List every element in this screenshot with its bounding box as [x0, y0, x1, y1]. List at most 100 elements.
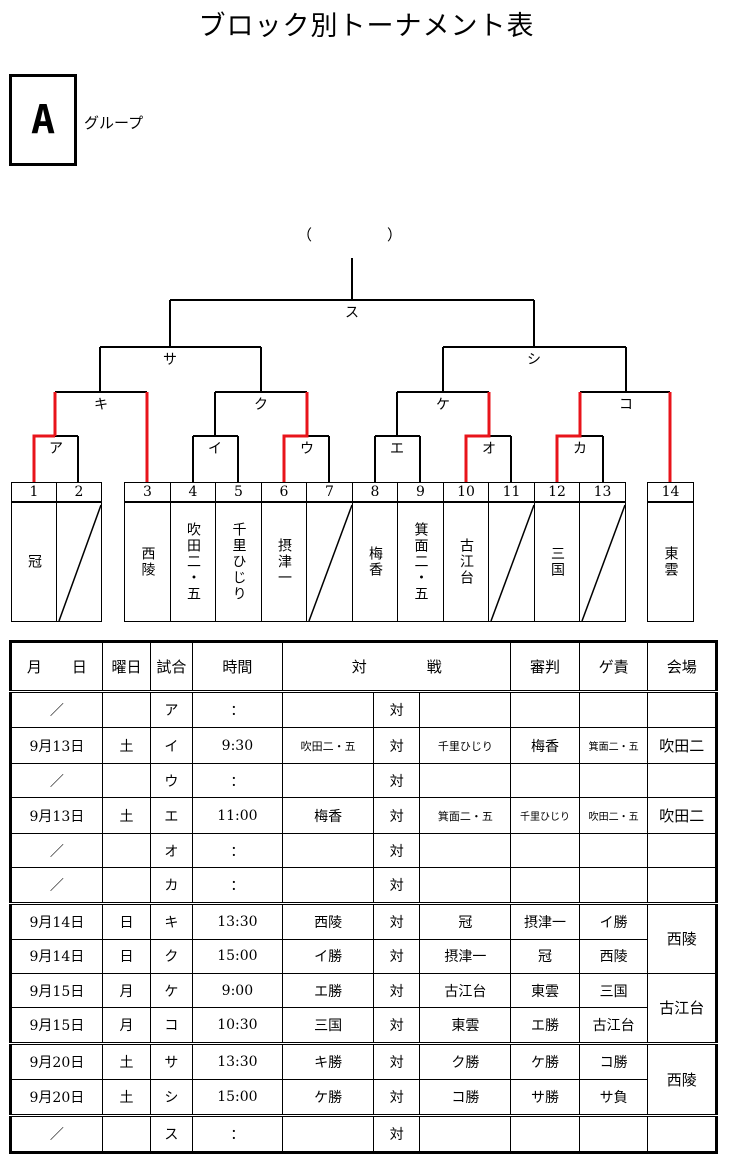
seed-number: 3 — [124, 482, 171, 502]
date-cell: ／ — [10, 832, 103, 869]
venue-cell: 古江台 — [647, 972, 717, 1044]
referee-cell: 千里ひじり — [510, 797, 580, 834]
time-cell: ： — [191, 763, 284, 799]
team-name: 冠 — [26, 554, 42, 570]
time-cell: ： — [191, 1113, 284, 1153]
team-box: 東雲 — [647, 502, 694, 622]
header-time: 時間 — [191, 640, 284, 693]
team-name: 吹田二・五 — [185, 522, 201, 602]
day-cell: 土 — [101, 727, 152, 765]
schedule-row: ／カ：対 — [10, 867, 717, 904]
date-cell: 9月14日 — [10, 938, 103, 974]
game-duty-cell: 西陵 — [578, 938, 649, 974]
game-duty-cell: イ勝 — [578, 901, 649, 940]
referee-cell — [510, 1113, 580, 1153]
day-cell — [101, 867, 152, 904]
schedule-header-row: 月 日 曜日 試合 時間 対 戦 審判 ゲ責 会場 — [10, 640, 717, 693]
seed-number: 6 — [261, 482, 307, 502]
vs-cell: 対 — [373, 938, 421, 974]
time-cell: 10:30 — [191, 1007, 284, 1044]
team-b-cell: 古江台 — [419, 972, 512, 1009]
team-b-cell — [419, 690, 512, 729]
team-name: 古江台 — [458, 538, 474, 586]
match-label-e: エ — [390, 441, 404, 457]
time-cell: ： — [191, 690, 284, 729]
seed-number: 14 — [647, 482, 694, 502]
team-b-cell: コ勝 — [419, 1078, 512, 1116]
header-game-duty: ゲ責 — [578, 640, 649, 693]
match-label-shi: シ — [527, 352, 541, 368]
team-box-empty — [579, 502, 626, 622]
match-cell: カ — [150, 867, 193, 904]
game-duty-cell — [578, 690, 649, 729]
venue-cell: 西陵 — [647, 901, 717, 974]
venue-cell — [647, 763, 717, 799]
team-box: 千里ひじり — [215, 502, 262, 622]
vs-cell: 対 — [373, 727, 421, 765]
team-a-cell — [282, 690, 375, 729]
referee-cell: ケ勝 — [510, 1041, 580, 1080]
team-box-empty — [488, 502, 535, 622]
team-box: 箕面二・五 — [397, 502, 444, 622]
game-duty-cell: 古江台 — [578, 1007, 649, 1044]
referee-cell: サ勝 — [510, 1078, 580, 1116]
referee-cell — [510, 690, 580, 729]
game-duty-cell — [578, 867, 649, 904]
day-cell: 日 — [101, 938, 152, 974]
team-a-cell — [282, 867, 375, 904]
vs-cell: 対 — [373, 1007, 421, 1044]
team-box-empty — [306, 502, 353, 622]
seed-number: 10 — [443, 482, 489, 502]
date-cell: 9月13日 — [10, 727, 103, 765]
day-cell: 月 — [101, 972, 152, 1009]
venue-cell — [647, 867, 717, 904]
venue-cell — [647, 690, 717, 729]
seed-number: 4 — [170, 482, 216, 502]
match-cell: コ — [150, 1007, 193, 1044]
team-b-cell — [419, 1113, 512, 1153]
vs-cell: 対 — [373, 972, 421, 1009]
match-label-su: ス — [345, 305, 359, 321]
team-a-cell: 三国 — [282, 1007, 375, 1044]
match-label-ki: キ — [94, 397, 108, 413]
match-label-sa: サ — [163, 352, 177, 368]
time-cell: 15:00 — [191, 1078, 284, 1116]
match-label-ku: ク — [254, 397, 268, 413]
referee-cell: 摂津一 — [510, 901, 580, 940]
day-cell — [101, 763, 152, 799]
match-label-u: ウ — [300, 441, 314, 457]
referee-cell — [510, 763, 580, 799]
team-b-cell — [419, 867, 512, 904]
slash-mark — [490, 504, 535, 622]
header-match: 試合 — [150, 640, 193, 693]
team-a-cell: イ勝 — [282, 938, 375, 974]
team-box: 梅香 — [352, 502, 398, 622]
team-a-cell: 西陵 — [282, 901, 375, 940]
day-cell: 土 — [101, 1041, 152, 1080]
team-box: 西陵 — [124, 502, 171, 622]
venue-cell: 吹田二 — [647, 727, 717, 765]
referee-cell: 梅香 — [510, 727, 580, 765]
vs-cell: 対 — [373, 763, 421, 799]
match-cell: ウ — [150, 763, 193, 799]
page-title: ブロック別トーナメント表 — [198, 11, 535, 42]
referee-cell — [510, 832, 580, 869]
time-cell: ： — [191, 867, 284, 904]
header-versus: 対 戦 — [282, 640, 512, 693]
seed-number: 11 — [488, 482, 535, 502]
header-referee: 審判 — [510, 640, 580, 693]
venue-cell: 西陵 — [647, 1041, 717, 1116]
vs-cell: 対 — [373, 901, 421, 940]
team-box: 吹田二・五 — [170, 502, 216, 622]
team-b-cell: 箕面二・五 — [419, 797, 512, 834]
team-b-cell: 摂津一 — [419, 938, 512, 974]
game-duty-cell: サ負 — [578, 1078, 649, 1116]
game-duty-cell — [578, 763, 649, 799]
group-letter-box: A — [9, 74, 77, 166]
